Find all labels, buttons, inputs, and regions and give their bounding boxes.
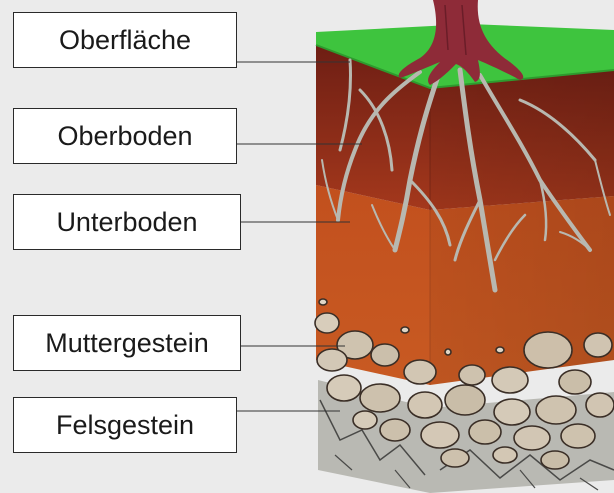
label-oberboden: Oberboden	[13, 108, 237, 164]
label-muttergestein: Muttergestein	[13, 315, 241, 371]
label-unterboden: Unterboden	[13, 194, 241, 250]
label-oberflaeche: Oberfläche	[13, 12, 237, 68]
label-felsgestein: Felsgestein	[13, 397, 237, 453]
